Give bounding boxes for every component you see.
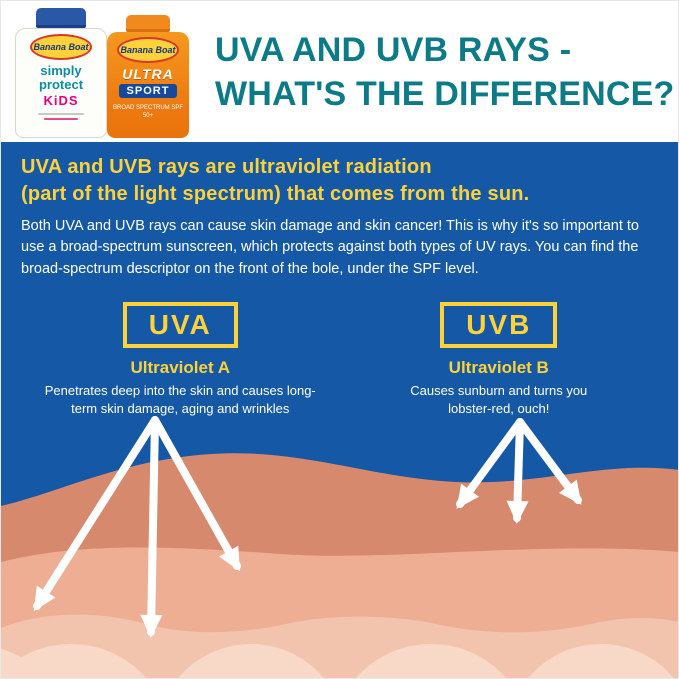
uvb-description: Causes sunburn and turns you lobster-red…	[410, 383, 588, 416]
bottle-body-kids: Banana Boat simply protect KiDS	[15, 28, 107, 138]
intro-heading: UVA and UVB rays are ultraviolet radiati…	[21, 154, 658, 208]
product-bottle-kids: Banana Boat simply protect KiDS	[15, 8, 107, 138]
page-title: UVA AND UVB RAYS - WHAT'S THE DIFFERENCE…	[215, 28, 675, 116]
title-line2: WHAT'S THE DIFFERENCE?	[215, 75, 675, 114]
product-bottle-sport: Banana Boat ULTRA SPORT BROAD SPECTRUM S…	[107, 9, 189, 138]
banana-boat-logo: Banana Boat	[30, 34, 92, 60]
label-kids: KiDS	[43, 93, 79, 109]
label-protect: protect	[38, 76, 84, 92]
bottle-cap-orange	[126, 15, 170, 32]
skin-layer-top	[1, 453, 678, 678]
uva-badge: UVA	[122, 302, 238, 349]
uvb-arrows-icon	[456, 418, 582, 524]
intro-body: Both UVA and UVB rays can cause skin dam…	[21, 218, 639, 277]
uva-column: UVA Ultraviolet A Penetrates deep into t…	[21, 302, 340, 417]
intro-heading-line2: (part of the light spectrum) that comes …	[21, 183, 530, 205]
product-bottles: Banana Boat simply protect KiDS Banana B…	[15, 6, 189, 138]
label-simply: simply	[40, 63, 82, 78]
brand-text: Banana Boat	[33, 41, 89, 52]
skin-layer-bottom-scallops	[1, 644, 674, 678]
label-ultra: ULTRA	[122, 66, 174, 82]
uva-arrows-icon	[33, 416, 241, 638]
label-spf: BROAD SPECTRUM SPF 50+	[113, 105, 184, 120]
intro-heading-line1: UVA and UVB rays are ultraviolet radiati…	[21, 156, 432, 178]
brand-text: Banana Boat	[120, 44, 176, 55]
title-line1: UVA AND UVB RAYS -	[215, 31, 572, 69]
comparison-columns: UVA Ultraviolet A Penetrates deep into t…	[21, 302, 658, 417]
fine-print-bars	[38, 113, 84, 121]
uvb-column: UVB Ultraviolet B Causes sunburn and tur…	[340, 302, 659, 417]
header: Banana Boat simply protect KiDS Banana B…	[1, 1, 678, 142]
bottle-cap-blue	[36, 8, 86, 28]
skin-layer-middle	[1, 547, 678, 678]
bottle-body-sport: Banana Boat ULTRA SPORT BROAD SPECTRUM S…	[107, 32, 189, 138]
uvb-subtitle: Ultraviolet B	[448, 358, 549, 378]
banana-boat-logo: Banana Boat	[117, 37, 179, 63]
uva-description: Penetrates deep into the skin and causes…	[44, 383, 316, 416]
uvb-badge: UVB	[440, 302, 558, 349]
content-panel: UVA and UVB rays are ultraviolet radiati…	[1, 142, 678, 678]
skin-layer-deep	[1, 614, 678, 678]
uva-subtitle: Ultraviolet A	[130, 358, 230, 378]
skin-diagram	[1, 416, 678, 678]
label-sport: SPORT	[118, 84, 178, 98]
